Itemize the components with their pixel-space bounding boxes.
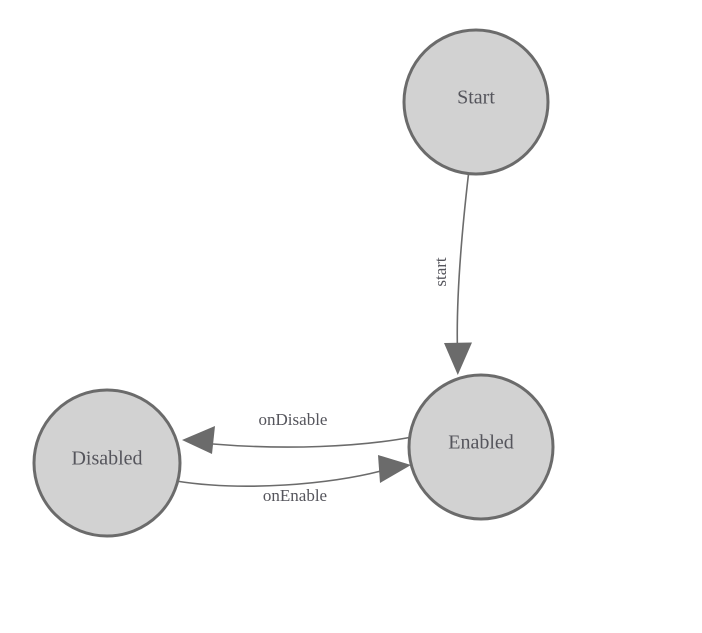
state-node-start-label: Start xyxy=(457,87,495,109)
transition-start-to-enabled[interactable]: start xyxy=(431,173,472,375)
state-node-disabled[interactable]: Disabled xyxy=(32,388,182,538)
transition-disabled-to-enabled-label: onEnable xyxy=(263,486,327,505)
state-node-enabled-label: Enabled xyxy=(448,432,514,454)
state-node-start-circle xyxy=(402,28,550,176)
state-node-disabled-circle xyxy=(32,388,182,538)
transition-start-to-enabled-arrowhead xyxy=(444,342,472,375)
state-node-disabled-label: Disabled xyxy=(71,448,142,470)
transition-disabled-to-enabled-path xyxy=(175,470,382,487)
transition-disabled-to-enabled-arrowhead xyxy=(378,455,411,483)
transition-start-to-enabled-label: start xyxy=(431,257,450,287)
state-node-start[interactable]: Start xyxy=(402,28,550,176)
state-node-enabled-circle xyxy=(407,373,555,521)
transition-enabled-to-disabled-arrowhead xyxy=(182,426,215,454)
state-node-enabled[interactable]: Enabled xyxy=(407,373,555,521)
transition-disabled-to-enabled[interactable]: onEnable xyxy=(175,455,411,505)
transition-enabled-to-disabled-path xyxy=(212,436,413,448)
transition-start-to-enabled-path xyxy=(456,173,470,353)
transition-enabled-to-disabled[interactable]: onDisable xyxy=(182,410,413,454)
transition-enabled-to-disabled-label: onDisable xyxy=(259,410,328,429)
